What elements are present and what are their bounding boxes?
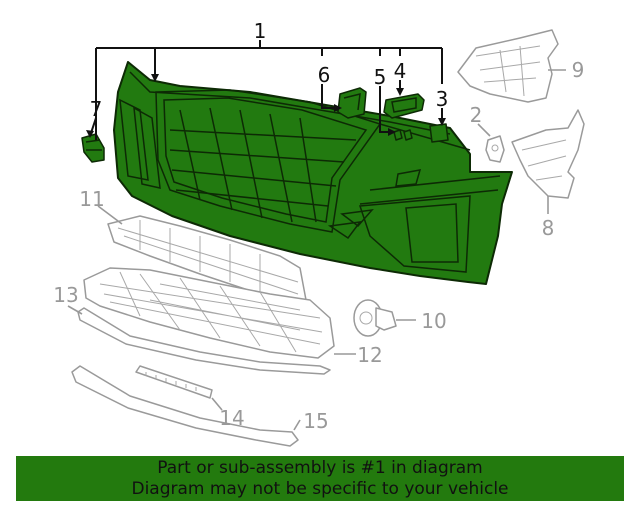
callout-5: 5 (374, 65, 387, 89)
leader-11 (97, 205, 123, 225)
part-4-insert (383, 93, 425, 119)
leader-13 (67, 305, 83, 315)
callout-1-leaders (95, 40, 443, 140)
callout-10: 10 (421, 309, 446, 333)
parts-diagram: 1 7 6 5 4 3 9 2 8 11 13 10 12 14 15 (53, 19, 585, 447)
callout-1: 1 (254, 19, 267, 43)
callout-11: 11 (79, 187, 104, 211)
part-6-cap (337, 87, 367, 119)
callout-2: 2 (470, 103, 483, 127)
part-7-bracket (81, 133, 105, 163)
callout-9: 9 (572, 58, 585, 82)
callout-14: 14 (219, 406, 244, 430)
part-10-bracket (353, 299, 397, 337)
part-14-strip (135, 365, 213, 399)
banner-line-1: Part or sub-assembly is #1 in diagram (157, 457, 483, 478)
callout-7: 7 (90, 97, 103, 121)
leader-14 (211, 397, 223, 411)
callout-13: 13 (53, 283, 78, 307)
callout-3: 3 (436, 87, 449, 111)
part-2-clip (485, 135, 505, 163)
arrowheads (86, 74, 446, 138)
banner-line-2: Diagram may not be specific to your vehi… (131, 478, 509, 499)
part-5-clips (393, 129, 413, 141)
part-15-lip (71, 365, 299, 447)
part-12-undertray (83, 267, 335, 359)
part-1-bumper-cover (113, 61, 513, 285)
part-9-bracket (457, 29, 559, 103)
part-8-bracket (511, 109, 585, 199)
part-3-sensor (429, 123, 449, 143)
info-banner: Part or sub-assembly is #1 in diagram Di… (16, 456, 624, 501)
part-13-trim (77, 307, 331, 375)
callout-12: 12 (357, 343, 382, 367)
callout-6: 6 (318, 63, 331, 87)
callout-15: 15 (303, 409, 328, 433)
callout-4: 4 (394, 59, 407, 83)
leader-2 (477, 123, 491, 137)
leader-15 (293, 419, 301, 431)
callout-8: 8 (542, 216, 555, 240)
